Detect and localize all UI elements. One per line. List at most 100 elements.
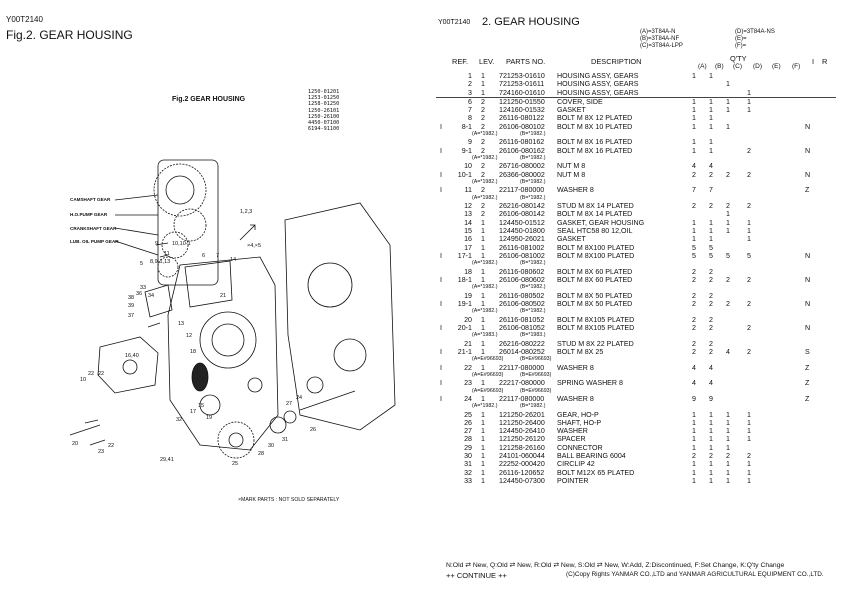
- cell-qb: 4: [709, 364, 713, 372]
- cell-lev: 1: [481, 435, 485, 443]
- serial-note-row: (A=*1982.)(B=*1982.): [436, 284, 836, 291]
- header-f: (F): [792, 63, 800, 70]
- cell-desc: WASHER 8: [557, 186, 594, 194]
- cell-ref: 31: [436, 460, 472, 468]
- cell-qa: 1: [692, 138, 696, 146]
- table-row: 31122252-000420CIRCLIP 421111: [436, 460, 836, 468]
- header-b: (B): [715, 63, 724, 70]
- cell-ref: 17-1: [436, 252, 472, 260]
- table-row: 19126116-080502BOLT M 8X 50 PLATED22: [436, 292, 836, 300]
- cell-qd: 2: [747, 324, 751, 332]
- cell-qa: 1: [692, 72, 696, 80]
- serial-note: (A=*1982.): [472, 284, 497, 290]
- cell-part: 26216-080142: [499, 202, 545, 210]
- table-row: 141124450-01512GASKET, GEAR HOUSING1111: [436, 219, 836, 227]
- cell-part: 26116-120652: [499, 469, 544, 477]
- table-row: 331124450-07300POINTER1111: [436, 477, 836, 485]
- cell-qd: 1: [747, 469, 751, 477]
- cell-lev: 2: [481, 171, 485, 179]
- cell-flag: Z: [805, 379, 809, 387]
- cell-qb: 5: [709, 252, 713, 260]
- cell-qd: 1: [747, 435, 751, 443]
- cell-part: 22217-080000: [499, 379, 545, 387]
- cell-desc: BOLT M 8X 14 PLATED: [557, 210, 632, 218]
- cell-part: 26106-081002: [499, 252, 545, 260]
- table-row: 72124160-01532GASKET1111: [436, 106, 836, 114]
- cell-part: 22117-080000: [499, 186, 544, 194]
- cell-flag: S: [805, 348, 810, 356]
- cell-ref: 33: [436, 477, 472, 485]
- cell-ref: 22: [436, 364, 472, 372]
- label-lub-oil-pump-gear: LUB. OIL PUMP GEAR: [70, 239, 119, 244]
- cell-part: 124160-01532: [499, 106, 545, 114]
- cell-qb: 2: [709, 316, 713, 324]
- cell-desc: WASHER: [557, 427, 588, 435]
- cell-ref: 21-1: [436, 348, 472, 356]
- cell-part: 22117-080000: [499, 395, 544, 403]
- cell-lev: 2: [481, 202, 485, 210]
- callout: 39: [128, 303, 134, 309]
- table-row: 281121250-26120SPACER1111: [436, 435, 836, 443]
- serial-note: (B=*1982.): [520, 403, 545, 409]
- header-d: (D): [753, 63, 762, 70]
- cell-part: 26216-080222: [499, 340, 545, 348]
- cell-qd: 1: [747, 427, 751, 435]
- cell-ref: 19: [436, 292, 472, 300]
- table-row: I21-1126014-080252BOLT M 8X 252242S: [436, 348, 836, 356]
- cell-flag: N: [805, 252, 810, 260]
- cell-qc: 1: [726, 444, 730, 452]
- cell-ref: 28: [436, 435, 472, 443]
- table-row: 13226106-080142BOLT M 8X 14 PLATED1: [436, 210, 836, 218]
- cell-qd: 2: [747, 452, 751, 460]
- cell-part: 26014-080252: [499, 348, 545, 356]
- cell-ref: 15: [436, 227, 472, 235]
- cell-part: 121250-26201: [499, 411, 545, 419]
- cell-part: 124450-01800: [499, 227, 545, 235]
- label-camshaft-gear: CAMSHAFT GEAR: [70, 197, 111, 202]
- cell-desc: NUT M 8: [557, 162, 585, 170]
- cell-desc: BOLT M 8X100 PLATED: [557, 252, 634, 260]
- cell-lev: 1: [481, 364, 485, 372]
- change-code-legend: N:Old ⇄ New, Q:Old ⇄ New, R:Old ⇄ New, S…: [446, 561, 784, 569]
- cell-lev: 1: [481, 252, 485, 260]
- cell-qb: 4: [709, 162, 713, 170]
- cell-qc: 4: [726, 348, 730, 356]
- cell-qd: 2: [747, 348, 751, 356]
- cell-qb: 1: [709, 98, 713, 106]
- serial-note-row: (A=*1982.)(B=*1982.): [436, 195, 836, 202]
- serial-note-row: (A=*1982.)(B=*1982.): [436, 155, 836, 162]
- cell-qb: 1: [709, 411, 713, 419]
- cell-part: 26116-080502: [499, 292, 544, 300]
- serial-note: (B=*1982.): [520, 131, 545, 137]
- parts-table: 11721253-01610HOUSING ASSY, GEARS1121721…: [436, 72, 836, 485]
- cell-ref: 10: [436, 162, 472, 170]
- page-code-right: Y00T2140: [438, 19, 470, 26]
- cell-qa: 4: [692, 364, 696, 372]
- callout: 6: [202, 253, 205, 259]
- cell-part: 121250-26120: [499, 435, 545, 443]
- serial-note-row: (A=E#96693)(B=E#96693): [436, 356, 836, 363]
- header-qty: Q'TY: [730, 54, 747, 63]
- cell-lev: 2: [481, 106, 485, 114]
- callout: 22: [108, 443, 114, 449]
- cell-lev: 1: [481, 292, 485, 300]
- cell-ref: 18-1: [436, 276, 472, 284]
- cell-qa: 1: [692, 411, 696, 419]
- cell-desc: BOLT M 8X 16 PLATED: [557, 147, 632, 155]
- cell-desc: GASKET, GEAR HOUSING: [557, 219, 644, 227]
- cell-qd: 1: [747, 106, 751, 114]
- serial-note-row: (A=E#96693)(B=E#96693): [436, 388, 836, 395]
- cell-desc: BOLT M 8X 60 PLATED: [557, 276, 632, 284]
- serial-note-row: (A=*1982.)(B=*1982.): [436, 131, 836, 138]
- cell-part: 22252-000420: [499, 460, 545, 468]
- cell-qd: 2: [747, 276, 751, 284]
- table-header: REF. LEV. PARTS NO. DESCRIPTION Q'TY (A)…: [446, 54, 836, 72]
- cell-qc: 1: [726, 435, 730, 443]
- mark-note: ×MARK PARTS : NOT SOLD SEPARATELY: [238, 497, 339, 503]
- callout: 20: [72, 441, 78, 447]
- cell-qb: 2: [709, 171, 713, 179]
- cell-flag: N: [805, 324, 810, 332]
- cell-lev: 1: [481, 379, 485, 387]
- cell-desc: HOUSING ASSY, GEARS: [557, 72, 638, 80]
- cell-ref: 27: [436, 427, 472, 435]
